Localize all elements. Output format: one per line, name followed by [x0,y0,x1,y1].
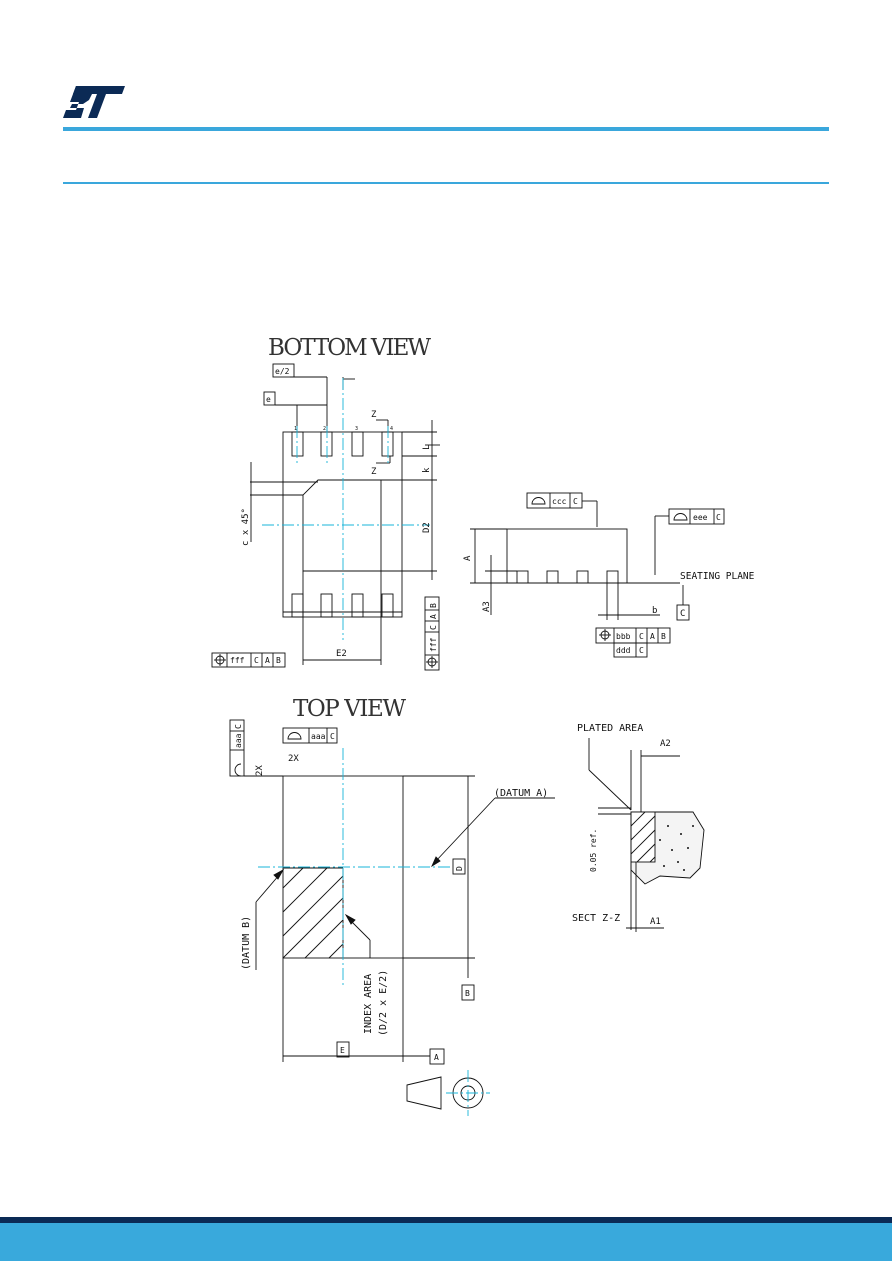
pin-4-label: 4 [390,426,393,432]
label-index-area: INDEX AREA [363,974,374,1034]
label-2x-top: 2X [288,754,299,764]
label-e-half: e/2 [275,367,290,376]
fcf-bbb-datum-b: B [661,632,666,641]
label-sect-zz: SECT Z-Z [572,913,620,924]
label-seating-plane: SEATING PLANE [680,571,755,582]
label-plated-area: PLATED AREA [577,723,643,734]
label-z-top: Z [371,410,377,420]
st-logo-icon [63,86,125,118]
fcf-datum-c: C [254,656,259,665]
datum-c: C [680,609,685,619]
fcf-aaa-left: aaa [234,733,243,748]
pad-2 [320,431,333,457]
label-A: A [463,555,473,561]
footer-band [0,1223,892,1261]
label-A2: A2 [660,739,671,749]
label-A3: A3 [482,601,492,612]
datum-b-box: B [465,989,470,998]
top-view-title: TOP VIEW [293,696,406,722]
footer-dark-band [0,1217,892,1223]
section-z-z [588,738,705,932]
fcf-bbb: bbb [616,632,631,641]
fcf-ccc-datum: C [573,497,578,506]
fcf-bbb-datum-c: C [639,632,644,641]
center-lines [258,378,490,1116]
label-ref: 0.05 ref. [589,829,598,872]
fcf-right-datum-a: A [429,614,438,619]
fcf-aaa-datum: C [330,732,335,741]
label-L: L [422,445,432,450]
fcf-datum-b: B [276,656,281,665]
label-chamfer: c x 45° [241,508,251,546]
exposed-pad [302,479,382,572]
label-datum-b: (DATUM B) [241,916,252,970]
label-E2: E2 [336,649,347,659]
label-b: b [652,606,657,616]
fcf-ddd-datum-c: C [639,646,644,655]
fcf-ddd: ddd [616,646,631,655]
pin-1-label: 1 [294,426,297,432]
side-view [470,492,725,658]
pad-3 [351,431,364,457]
label-k: k [422,467,432,473]
datum-a-box: A [434,1053,439,1062]
pad-1 [291,431,304,457]
label-index-size: (D/2 x E/2) [378,970,389,1036]
top-view [229,719,555,1110]
label-z-bottom: Z [371,467,377,477]
header-subrule [63,182,829,184]
fcf-eee: eee [693,513,708,522]
fcf-fff-bottom: fff [230,656,245,665]
label-datum-a: (DATUM A) [494,788,548,799]
fcf-bbb-datum-a: A [650,632,655,641]
bottom-view-title: BOTTOM VIEW [268,335,431,361]
fcf-datum-a: A [265,656,270,665]
fcf-fff-right: fff [429,637,438,652]
label-2x-left: 2X [255,765,265,776]
label-D2: D2 [422,522,432,533]
side-profile [506,528,628,584]
fcf-aaa: aaa [311,732,326,741]
label-D: D [455,866,464,871]
fcf-eee-datum: C [716,513,721,522]
fcf-ccc: ccc [552,497,567,506]
pin-2-label: 2 [323,426,326,432]
pin-3-label: 3 [355,426,358,432]
fcf-aaa-left-datum: C [234,724,243,729]
bottom-view [211,363,440,671]
label-E: E [340,1046,345,1055]
package-outline [282,431,403,618]
fcf-right-datum-c: C [429,625,438,630]
pad-4 [381,431,394,457]
label-e: e [266,395,271,404]
header-rule [63,127,829,131]
fcf-right-datum-b: B [429,603,438,608]
label-A1: A1 [650,917,661,927]
